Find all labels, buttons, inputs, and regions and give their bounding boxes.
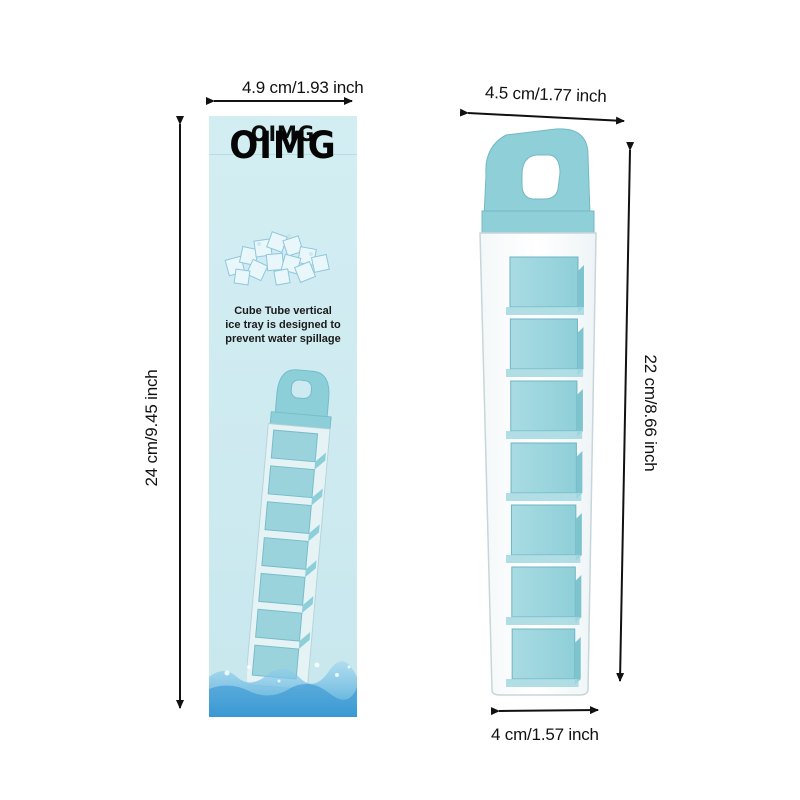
tube-compartment — [510, 442, 577, 494]
tube-compartment — [509, 256, 579, 308]
tube-compartment — [510, 504, 577, 556]
box-height-label: 24 cm/9.45 inch — [142, 369, 161, 487]
tube-compartment-side — [576, 389, 583, 437]
box-brand-large: OIMG — [229, 124, 337, 168]
tube-compartment-divider — [506, 307, 584, 315]
tube-compartment-side — [577, 327, 584, 375]
tube-compartment — [509, 318, 578, 370]
tube-compartment-side — [576, 451, 583, 499]
water-splash-illustration — [209, 661, 357, 717]
tube-compartment-side — [574, 637, 581, 685]
box-description: Cube Tube vertical ice tray is designed … — [209, 304, 357, 346]
tube-compartment — [511, 566, 576, 618]
tube-compartment-divider — [506, 555, 581, 563]
tube-compartment-divider — [506, 369, 584, 377]
tube-compartment-divider — [506, 431, 583, 439]
tube-height-label: 22 cm/8.66 inch — [641, 354, 660, 472]
product-box: OIMG OIMG — [209, 116, 357, 717]
tube-compartment — [511, 628, 576, 680]
tube-compartment-side — [575, 513, 582, 561]
tube-height-arrow — [616, 141, 635, 682]
tube-compartment-side — [578, 265, 584, 313]
ice-cubes-illustration — [224, 231, 330, 286]
box-description-line: ice tray is designed to — [225, 319, 341, 331]
box-fold-line — [209, 154, 357, 155]
tube-compartment-side — [575, 575, 582, 623]
tube-bottom-width-arrow — [490, 706, 599, 716]
tube-bottom-width-label: 4 cm/1.57 inch — [491, 725, 599, 744]
tube-compartment-divider — [506, 617, 580, 625]
ice-tube-product — [479, 128, 597, 696]
box-description-line: prevent water spillage — [225, 333, 341, 345]
box-description-line: Cube Tube vertical — [234, 305, 332, 317]
tube-compartment-divider — [506, 493, 582, 501]
tube-compartments — [506, 256, 584, 687]
tube-compartment-divider — [506, 679, 579, 687]
tube-compartment — [510, 380, 578, 432]
tube-top-width-label: 4.5 cm/1.77 inch — [484, 82, 607, 107]
box-top-flap: OIMG — [209, 116, 357, 152]
tube-top-width-arrow — [459, 108, 625, 125]
tube-handle — [481, 128, 595, 234]
box-width-label: 4.9 cm/1.93 inch — [242, 78, 364, 97]
box-brand-small: OIMG — [250, 122, 316, 146]
